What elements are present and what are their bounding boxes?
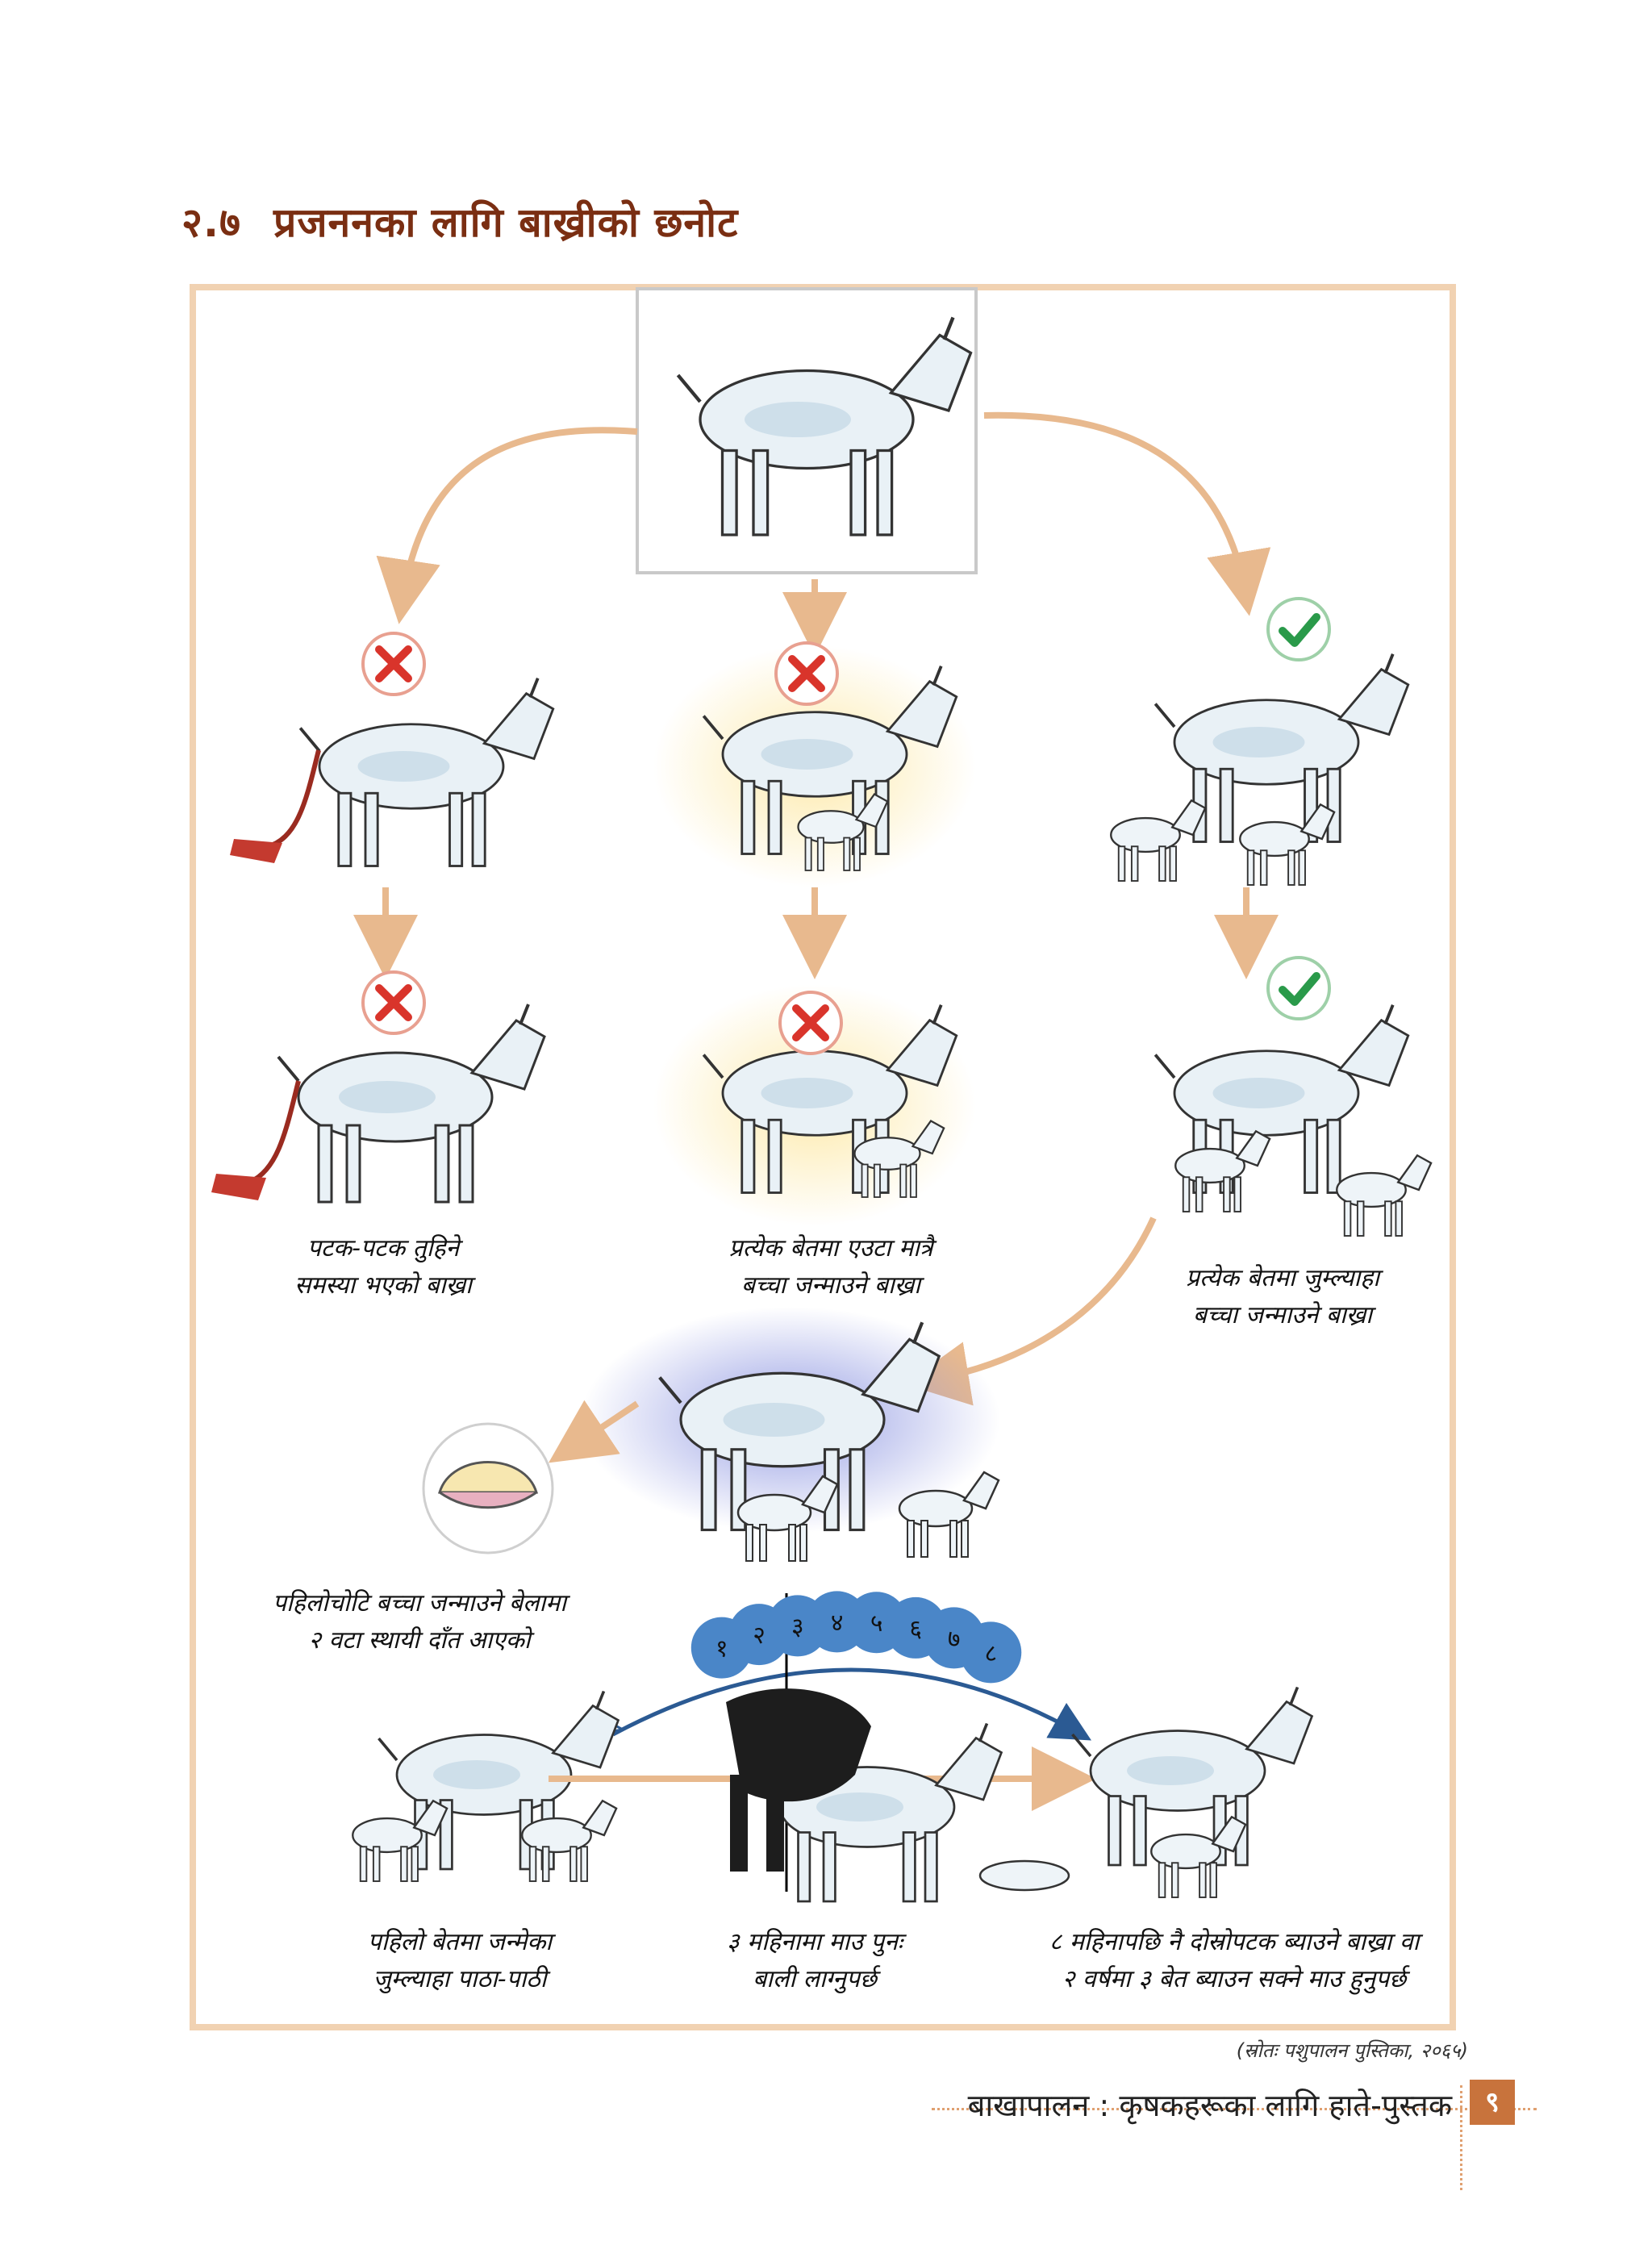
caption-line: जुम्ल्याहा पाठा-पाठी bbox=[373, 1965, 547, 1993]
caption-line: प्रत्येक बेतमा जुम्ल्याहा bbox=[1186, 1264, 1379, 1292]
goat-single-kid-2 bbox=[653, 984, 976, 1226]
section-title: २.७ प्रजननका लागि बाख्रीको छनोट bbox=[181, 194, 738, 248]
source-note: (स्रोतः पशुपालन पुस्तिका, २०६५) bbox=[1236, 2039, 1468, 2062]
caption-twin-kids: प्रत्येक बेतमा जुम्ल्याहा बच्चा जन्माउने… bbox=[1113, 1260, 1452, 1334]
section-number: २.७ bbox=[181, 199, 241, 246]
caption-first-twins: पहिलो बेतमा जन्मेका जुम्ल्याहा पाठा-पाठी bbox=[298, 1924, 621, 1998]
teeth-icon bbox=[422, 1422, 554, 1554]
caption-line: ३ महिनामा माउ पुनः bbox=[727, 1928, 903, 1956]
caption-line: बच्चा जन्माउने बाख्रा bbox=[1192, 1301, 1373, 1329]
timeline-arc bbox=[611, 1667, 1092, 1741]
goat-repeated-abortion-1 bbox=[230, 676, 555, 868]
month-circle bbox=[960, 1621, 1022, 1684]
caption-line: ८ महिनापछि नै दोस्रोपटक ब्याउने बाख्रा व… bbox=[1049, 1928, 1420, 1956]
caption-line: २ वर्षमा ३ बेत ब्याउन सक्ने माउ हुनुपर्छ bbox=[1062, 1965, 1407, 1993]
breeding-doe-with-kids bbox=[581, 1307, 1000, 1563]
goat-repeated-abortion-2 bbox=[211, 1003, 546, 1204]
caption-repeated-abortion: पटक-पटक तुहिने समस्या भएको बाख्रा bbox=[214, 1230, 553, 1304]
caption-line: पहिलोचोटि बच्चा जन्माउने बेलामा bbox=[273, 1589, 566, 1617]
caption-line: प्रत्येक बेतमा एउटा मात्रै bbox=[728, 1234, 933, 1262]
caption-line: बाली लाग्नुपर्छ bbox=[753, 1965, 877, 1993]
month-label: ४ bbox=[831, 1609, 844, 1637]
goat-single-kid-1 bbox=[653, 645, 976, 887]
caption-single-kid: प्रत्येक बेतमा एउटा मात्रै बच्चा जन्माउन… bbox=[661, 1230, 1000, 1304]
goat-twins-2 bbox=[1153, 1003, 1433, 1237]
arrow-left-branch bbox=[376, 427, 638, 624]
cross-icon bbox=[776, 643, 837, 704]
caption-line: बच्चा जन्माउने बाख्रा bbox=[740, 1271, 921, 1300]
caption-rebreed: ३ महिनामा माउ पुनः बाली लाग्नुपर्छ bbox=[653, 1924, 976, 1998]
month-label: १ bbox=[715, 1635, 728, 1663]
footer-vertical-divider bbox=[1460, 2085, 1462, 2190]
caption-line: समस्या भएको बाख्रा bbox=[294, 1271, 472, 1300]
caption-second-kidding: ८ महिनापछि नै दोस्रोपटक ब्याउने बाख्रा व… bbox=[992, 1924, 1476, 1998]
caption-line: पटक-पटक तुहिने bbox=[307, 1234, 460, 1262]
month-label: ७ bbox=[948, 1625, 961, 1653]
top-goat-frame bbox=[636, 287, 978, 574]
month-label: ६ bbox=[909, 1615, 922, 1643]
goat-twins-1 bbox=[1110, 652, 1410, 887]
footer-divider bbox=[932, 2108, 1537, 2110]
caption-first-kidding-teeth: पहिलोचोटि बच्चा जन्माउने बेलामा २ वटा स्… bbox=[226, 1585, 613, 1659]
buck-mating-doe bbox=[726, 1688, 1003, 1903]
cross-icon bbox=[363, 972, 424, 1033]
check-icon bbox=[1268, 958, 1329, 1019]
month-label: ८ bbox=[984, 1639, 997, 1667]
arrow-right-branch bbox=[983, 411, 1271, 616]
section-title-text: प्रजननका लागि बाख्रीको छनोट bbox=[273, 199, 739, 246]
arrow-to-teeth bbox=[549, 1400, 640, 1463]
page-number: ९ bbox=[1470, 2080, 1515, 2125]
doe-second-kidding bbox=[978, 1685, 1314, 1899]
doe-with-first-twins bbox=[352, 1689, 620, 1883]
caption-line: पहिलो बेतमा जन्मेका bbox=[367, 1928, 553, 1956]
cross-icon bbox=[363, 633, 424, 695]
month-label: ३ bbox=[791, 1613, 804, 1641]
cross-icon bbox=[780, 992, 841, 1054]
month-label: २ bbox=[753, 1621, 766, 1650]
check-icon bbox=[1268, 599, 1329, 660]
month-label: ५ bbox=[870, 1609, 883, 1638]
footer-book-title: बाखापालन : कृषकहरूका लागि हाते-पुस्तक bbox=[967, 2088, 1452, 2123]
caption-line: २ वटा स्थायी दाँत आएको bbox=[308, 1626, 531, 1655]
